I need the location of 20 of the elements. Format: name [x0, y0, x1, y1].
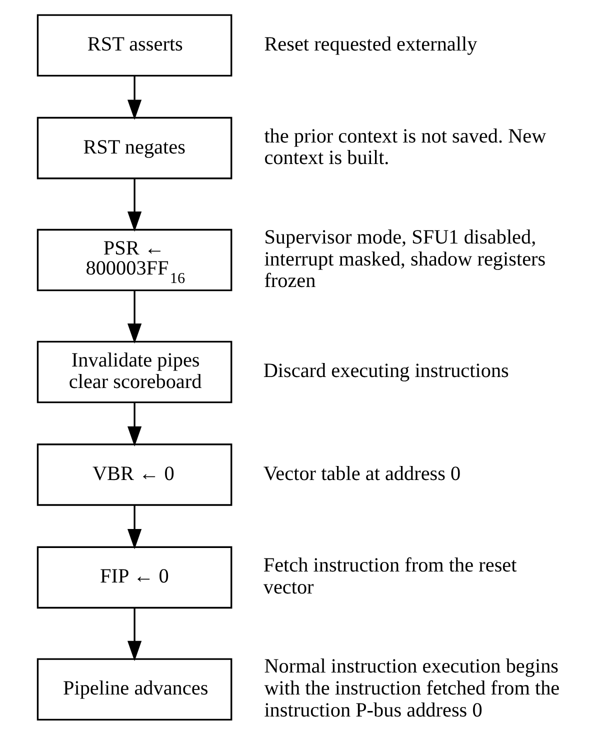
arrow — [127, 402, 142, 447]
node-box: VBR ← 0 — [36, 444, 232, 506]
arrow — [127, 505, 142, 550]
node-box: Pipeline advances — [36, 658, 232, 721]
arrow — [127, 290, 142, 344]
node-box: FIP ← 0 — [36, 546, 232, 609]
node-box: RST negates — [36, 116, 232, 180]
node-label: Fetch instruction from the reset vector — [263, 554, 517, 599]
arrow — [127, 608, 142, 662]
arrow — [127, 76, 142, 120]
node-label: Supervisor mode, SFU1 disabled, interrupt masked, shadow registers frozen — [264, 226, 546, 292]
arrow — [127, 178, 142, 232]
node-label: Discard executing instructions — [263, 360, 509, 382]
node-label: the prior context is not saved. New context is built. — [264, 125, 546, 170]
node-label: Reset requested externally — [264, 34, 478, 56]
node-box: RST asserts — [36, 14, 232, 76]
node-label: Vector table at address 0 — [263, 462, 461, 485]
node-label: Normal instruction execution begins with the instruction fetched from the instruction P-bus address 0 — [264, 656, 560, 722]
node-box: Invalidate pipes clear scoreboard — [36, 340, 232, 404]
node-box: PSR ← 800003FF$_{16}$ — [36, 228, 232, 292]
